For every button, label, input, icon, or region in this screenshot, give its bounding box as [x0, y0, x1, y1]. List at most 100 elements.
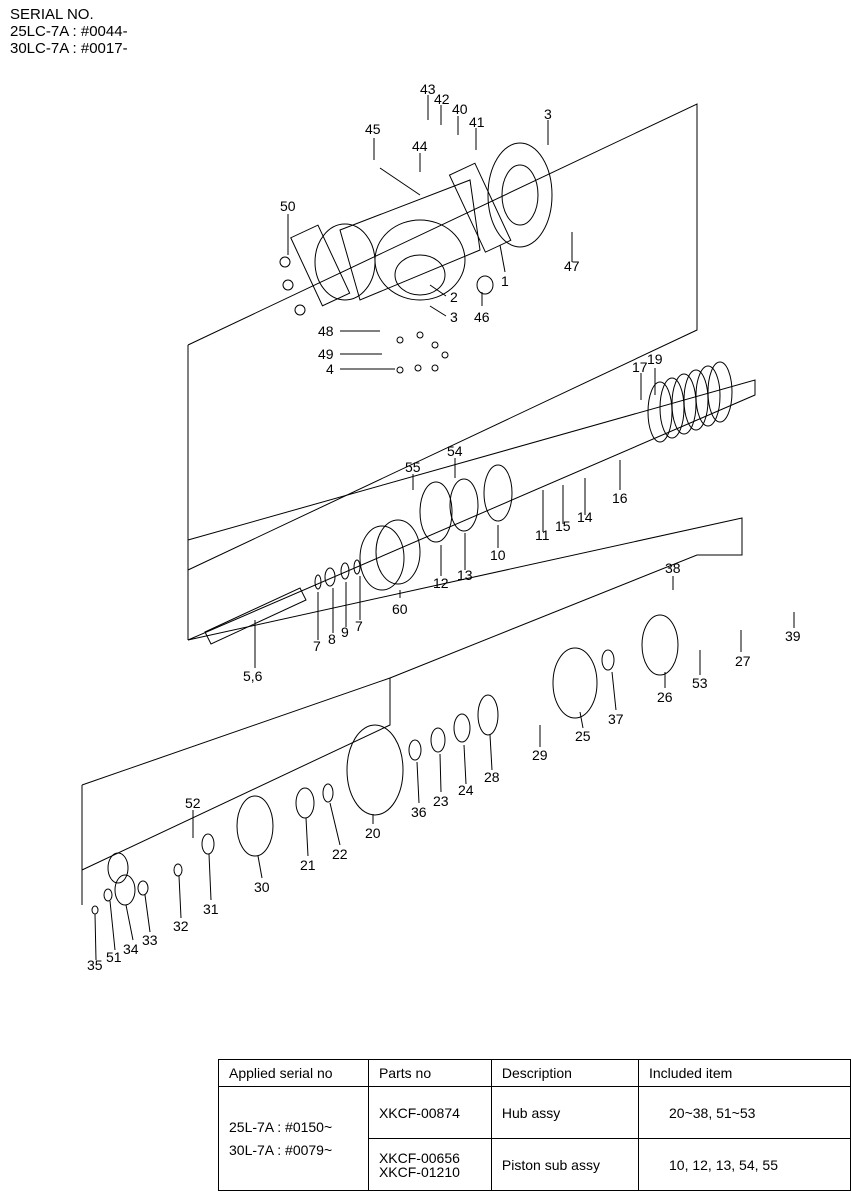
callout-39: 39: [785, 628, 801, 644]
callout-40: 40: [452, 101, 468, 117]
planet-carrier-30: [236, 795, 274, 857]
seal-ring-55: [419, 481, 453, 543]
seal-ring-54: [449, 478, 479, 532]
callout-37: 37: [608, 711, 624, 727]
callout-11: 11: [535, 527, 550, 543]
callout-13: 13: [457, 567, 473, 583]
callout-19: 19: [647, 351, 663, 367]
header-description: Description: [490, 1059, 640, 1087]
shim-plate-60: [359, 525, 405, 591]
housing-left-end: [314, 223, 376, 301]
callout-1: 1: [501, 273, 509, 289]
panel-2-outline: [187, 379, 756, 641]
breather-plug: [476, 275, 494, 295]
callout-43: 43: [420, 81, 436, 97]
axle-housing-body: [339, 179, 481, 301]
serial-title: SERIAL NO.: [10, 6, 94, 23]
applied-serial-cell: 25L-7A : #0150~ 30L-7A : #0079~: [218, 1086, 369, 1191]
callout-54: 54: [447, 443, 463, 459]
callout-48: 48: [318, 323, 334, 339]
parts-table: Applied serial no Parts no Description I…: [218, 1059, 851, 1191]
ring-8: [324, 567, 336, 587]
callout-34: 34: [123, 941, 139, 957]
included-cell: 20~38, 51~53: [638, 1086, 851, 1139]
callout-28: 28: [484, 769, 500, 785]
differential-carrier: [374, 219, 466, 301]
panel-4-top: [81, 677, 391, 786]
callout-5-6: 5,6: [243, 668, 263, 684]
callout-51: 51: [106, 949, 122, 965]
callout-29: 29: [532, 747, 548, 763]
callout-3a: 3: [544, 106, 552, 122]
serial-line-1: 25LC-7A : #0044-: [10, 23, 128, 40]
callout-35: 35: [87, 957, 103, 973]
friction-discs: [647, 361, 733, 443]
header-included-item: Included item: [638, 1059, 851, 1087]
piston-10: [483, 464, 513, 522]
callout-53: 53: [692, 675, 708, 691]
callout-33: 33: [142, 932, 158, 948]
header-parts-no: Parts no: [367, 1059, 492, 1087]
callout-38: 38: [665, 560, 681, 576]
hub-group: [295, 614, 679, 819]
callout-4: 4: [326, 361, 334, 377]
serial-number-block: SERIAL NO. 25LC-7A : #0044- 30LC-7A : #0…: [10, 6, 128, 57]
callout-22: 22: [332, 846, 348, 862]
snap-ring-35: [91, 905, 99, 915]
callout-16: 16: [612, 490, 628, 506]
parts-no-cell: XKCF-00874: [367, 1086, 492, 1139]
callout-21: 21: [300, 857, 316, 873]
callout-41: 41: [469, 114, 485, 130]
callout-14: 14: [577, 509, 593, 525]
callout-27: 27: [735, 653, 751, 669]
callout-2: 2: [450, 289, 458, 305]
bearing-21: [295, 787, 315, 819]
parts-no-line-2: XKCF-01210: [378, 1163, 460, 1180]
callout-42: 42: [434, 91, 450, 107]
callout-20: 20: [365, 825, 381, 841]
table-header-row: Applied serial no Parts no Description I…: [218, 1059, 851, 1087]
bolt-d: [441, 351, 449, 359]
description-cell: Piston sub assy: [490, 1138, 640, 1191]
callout-7b: 7: [355, 618, 363, 634]
callout-50: 50: [280, 198, 296, 214]
callout-8: 8: [328, 631, 336, 647]
callout-12: 12: [433, 575, 449, 591]
o-ring-28: [477, 694, 499, 736]
callout-45: 45: [365, 121, 381, 137]
parts-no-line-1: XKCF-00656: [378, 1149, 460, 1166]
callout-10: 10: [490, 547, 506, 563]
ring-7: [314, 574, 322, 590]
callout-labels: 43 42 40 41 3 45 44 50 47 1 2 3 46 48 49…: [87, 81, 801, 973]
callout-46: 46: [474, 309, 490, 325]
callout-26: 26: [657, 689, 673, 705]
callout-15: 15: [555, 518, 571, 534]
carrier-cover: [394, 254, 446, 296]
washer-32: [173, 863, 183, 877]
serial-30l: 30L-7A : #0079~: [229, 1141, 333, 1158]
shim-plate-60b: [375, 519, 421, 585]
pin-31: [201, 833, 215, 855]
callout-7a: 7: [313, 638, 321, 654]
washer-51: [103, 888, 113, 902]
carrier-25: [552, 647, 598, 719]
bearing-23: [430, 727, 446, 753]
bearing-24: [453, 713, 471, 743]
planet-gear-34: [114, 874, 136, 906]
axle-flange-left: [290, 224, 351, 307]
ring-7b: [353, 559, 361, 575]
planet-gear-34b: [107, 852, 129, 884]
panel-outlines: [81, 103, 756, 905]
bolt-c: [431, 341, 439, 349]
bolt-e: [414, 364, 422, 372]
callout-60: 60: [392, 601, 408, 617]
bolt-b: [416, 331, 424, 339]
callout-3b: 3: [450, 309, 458, 325]
callout-49: 49: [318, 346, 334, 362]
ring-gear-20: [346, 724, 404, 816]
hub-26: [641, 614, 679, 676]
exploded-view-diagram: 43 42 40 41 3 45 44 50 47 1 2 3 46 48 49…: [81, 81, 801, 973]
o-ring-37: [601, 649, 615, 671]
callout-17: 17: [632, 359, 648, 375]
callout-55: 55: [405, 459, 421, 475]
